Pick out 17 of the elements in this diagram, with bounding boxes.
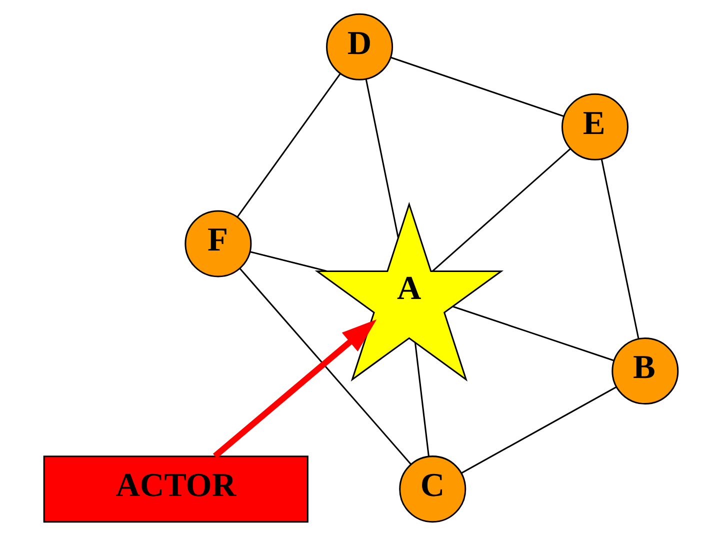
connector [238,268,411,465]
connector [460,386,616,474]
connector [414,342,429,456]
node-circle: D [326,13,393,80]
node-circle: B [611,338,678,405]
connector [390,56,564,117]
connector [600,158,639,339]
arrow [212,319,376,458]
node-circle: F [184,210,252,278]
connector [250,251,327,272]
connector [432,148,570,272]
node-circle: E [560,93,628,160]
connector [364,79,398,238]
connector [236,73,340,218]
node-box: ACTOR [42,456,308,523]
connector [452,306,614,362]
node-circle: C [398,456,466,523]
